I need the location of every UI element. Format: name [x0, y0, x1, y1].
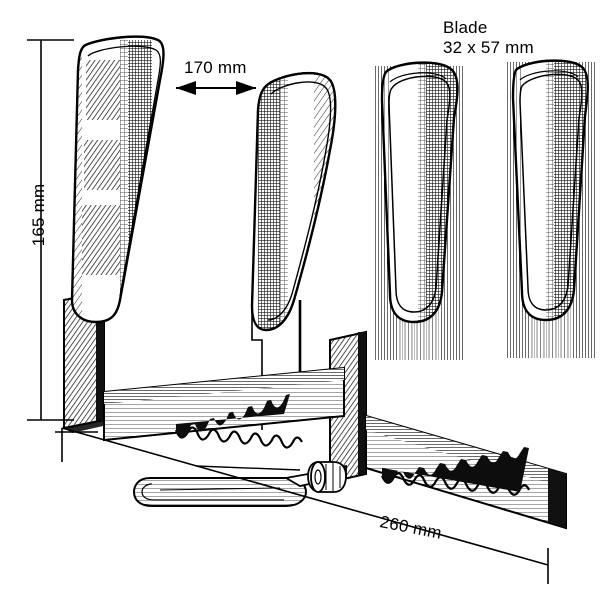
- dimension-260mm: [55, 427, 549, 584]
- dimension-label-170mm: 170 mm: [184, 58, 247, 77]
- frame-beam-left: [103, 366, 345, 449]
- dimension-170mm: [176, 81, 256, 95]
- detail-blade-right: [505, 59, 595, 358]
- blade-callout-size: 32 x 57 mm: [443, 37, 534, 57]
- frame-beam-right: [365, 414, 567, 530]
- dimension-165mm: [27, 39, 74, 421]
- dimension-label-165mm: 165 mm: [29, 183, 49, 247]
- thumbscrew: [307, 461, 347, 493]
- detail-blade-left: [374, 61, 464, 360]
- left-blade-handle: [70, 35, 165, 324]
- blade-callout-title: Blade: [443, 18, 488, 37]
